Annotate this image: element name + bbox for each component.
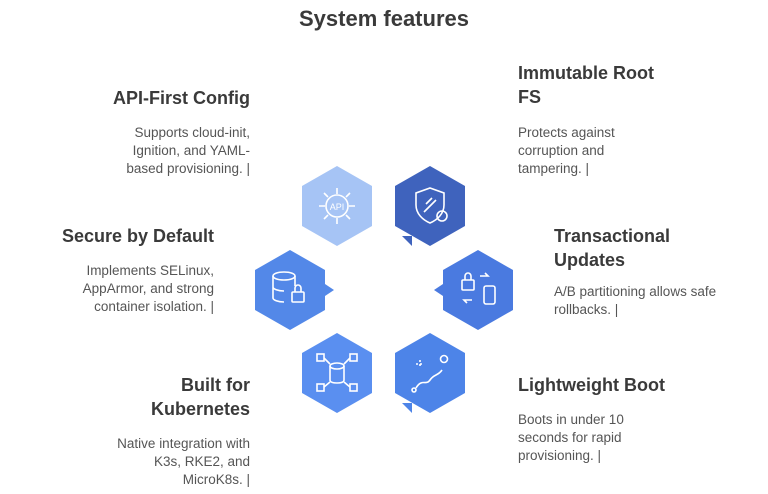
gear-api-icon: API <box>319 188 355 224</box>
hexagon-transactional <box>434 250 513 330</box>
svg-text:API: API <box>330 202 345 212</box>
feature-desc-lightweight: Boots in under 10 seconds for rapid prov… <box>518 412 624 463</box>
feature-desc-api: Supports cloud-init, Ignition, and YAML-… <box>126 125 250 176</box>
hexagon-api: API <box>302 166 372 246</box>
feature-desc-secure: Implements SELinux, AppArmor, and strong… <box>82 263 214 314</box>
feature-title-lightweight: Lightweight Boot <box>518 375 665 395</box>
lock-swap-phone-icon <box>461 272 496 305</box>
diagram-title: System features <box>299 6 469 31</box>
feature-title-immutable: Immutable Root FS <box>518 63 655 107</box>
shield-fingerprint-icon <box>415 187 448 224</box>
feature-desc-transactional: A/B partitioning allows safe rollbacks. … <box>554 284 717 317</box>
hexagon-immutable <box>395 166 465 246</box>
hexagon-secure <box>255 250 334 330</box>
feature-title-transactional: Transactional Updates <box>554 226 671 270</box>
hexagon-kubernetes <box>302 333 372 413</box>
cluster-database-icon <box>316 353 358 392</box>
feature-title-secure: Secure by Default <box>61 226 214 246</box>
database-lock-icon <box>272 271 305 303</box>
feature-desc-kubernetes: Native integration with K3s, RKE2, and M… <box>117 436 250 487</box>
hexagon-lightweight <box>395 333 465 413</box>
feature-title-api: API-First Config <box>113 88 250 108</box>
path-route-icon <box>411 354 449 393</box>
feature-title-kubernetes: Built for Kubernetes <box>150 375 250 419</box>
feature-desc-immutable: Protects against corruption and tamperin… <box>518 125 615 176</box>
